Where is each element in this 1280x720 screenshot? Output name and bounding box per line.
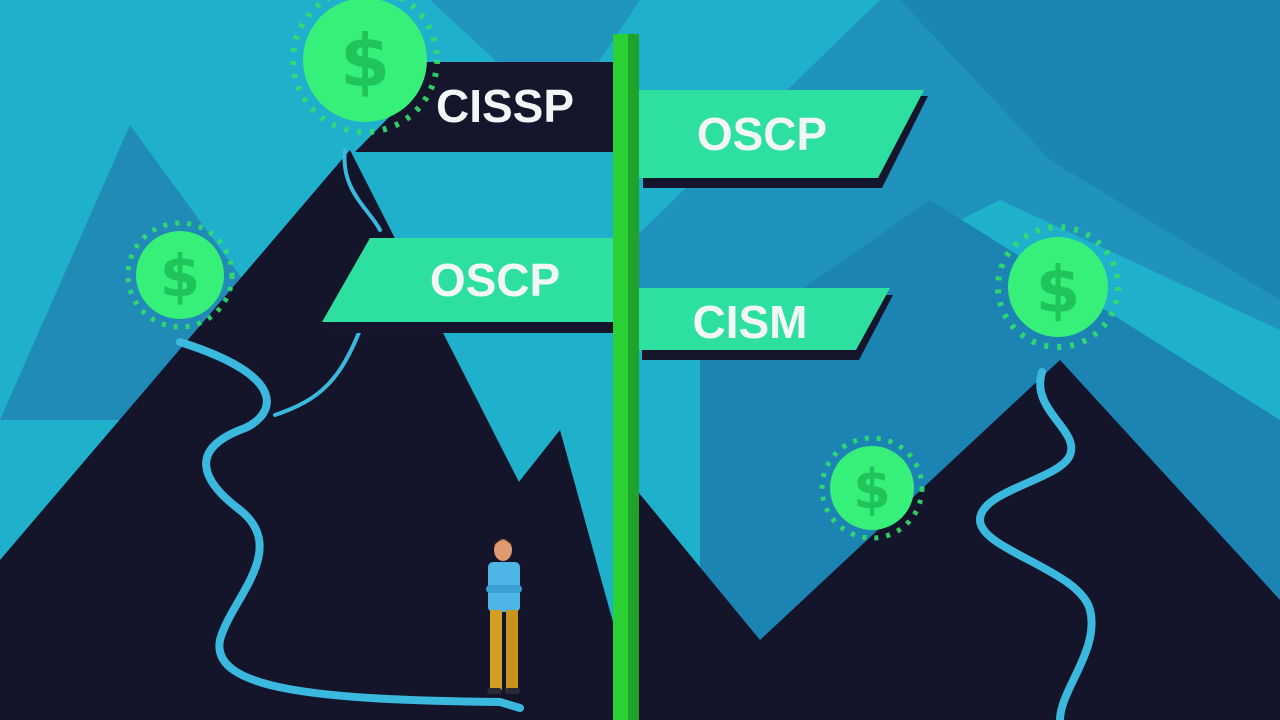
person-shoe-left bbox=[487, 688, 502, 694]
person-leg-left bbox=[490, 610, 502, 690]
dollar-coin-icon: $ bbox=[290, 0, 440, 135]
sign-bottom-left-label: OSCP bbox=[430, 254, 560, 306]
person-leg-right bbox=[506, 610, 518, 690]
person-head bbox=[494, 539, 512, 561]
front-mountain-right bbox=[620, 360, 1280, 720]
sign-pole-shade bbox=[628, 34, 639, 720]
dollar-sign-1: $ bbox=[340, 19, 390, 103]
sign-bottom-right-label: CISM bbox=[693, 296, 808, 348]
sign-top-right-board bbox=[639, 90, 924, 178]
sign-bottom-right-board bbox=[639, 288, 890, 350]
sign-top-left-label: CISSP bbox=[436, 80, 574, 132]
sign-bottom-left: OSCP bbox=[322, 238, 613, 333]
person-shoe-right bbox=[505, 688, 520, 694]
person-hair bbox=[494, 539, 512, 546]
winding-path-left-upper bbox=[273, 148, 382, 417]
back-mountain-top bbox=[430, 0, 640, 120]
dollar-sign-4: $ bbox=[853, 458, 891, 521]
back-mountain-far-right bbox=[900, 0, 1280, 300]
sign-top-right: OSCP bbox=[639, 90, 928, 188]
sign-bottom-left-board bbox=[322, 238, 613, 322]
dollar-coin-icon: $ bbox=[995, 224, 1121, 350]
person-arms bbox=[486, 585, 522, 593]
dollar-sign-2: $ bbox=[160, 242, 200, 310]
dollar-coin-icon: $ bbox=[819, 435, 925, 541]
dollar-sign-3: $ bbox=[1036, 254, 1081, 328]
winding-path-left bbox=[176, 338, 524, 712]
person-figure bbox=[486, 539, 522, 694]
front-mountain-left-foot bbox=[330, 430, 640, 720]
sign-bottom-right: CISM bbox=[639, 288, 893, 360]
dollar-coin-icon: $ bbox=[125, 220, 235, 330]
winding-path-right bbox=[975, 368, 1096, 720]
sign-top-right-label: OSCP bbox=[697, 108, 827, 160]
